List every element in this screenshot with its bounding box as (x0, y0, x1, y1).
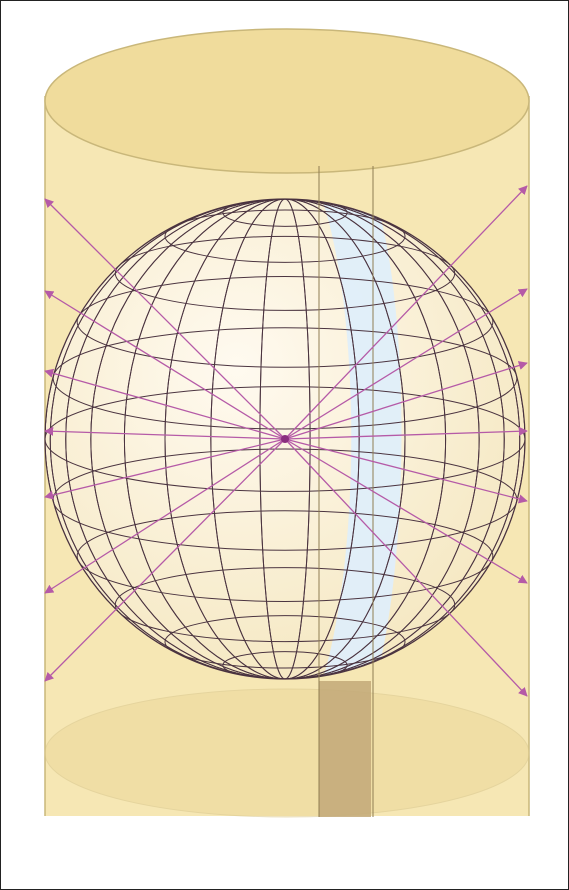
cylinder-bottom-rim (45, 689, 529, 817)
cylinder-slit-lower (319, 681, 371, 817)
center-point-icon (281, 435, 289, 443)
cylinder-top-opening (45, 29, 529, 173)
